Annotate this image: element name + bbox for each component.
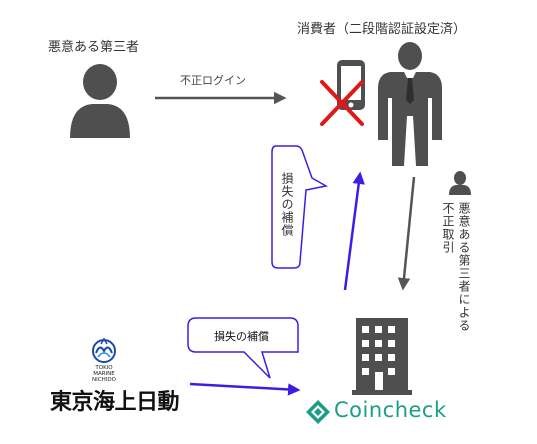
- insurer-to-coincheck-arrow: [189, 382, 301, 396]
- vertical-bubble: [271, 145, 329, 269]
- cross-icon: [320, 80, 364, 126]
- malicious-third-party-label: 悪意ある第三者: [48, 40, 140, 55]
- consumer-label: 消費者（二段階認証設定済）: [297, 22, 467, 37]
- office-building-icon: [352, 318, 412, 395]
- tokio-marine-emblem: [92, 337, 116, 363]
- tokio-marine-small-text: TOKIO MARINE NICHIDO: [92, 365, 116, 383]
- smartphone-icon: [337, 60, 365, 110]
- horizontal-bubble: [187, 317, 299, 379]
- small-malicious-person-icon: [449, 171, 471, 195]
- consumer-to-coincheck-arrow: [397, 176, 416, 291]
- tokio-marine-logo-text: 東京海上日動: [50, 390, 180, 415]
- coincheck-logo-text: Coincheck: [334, 398, 447, 422]
- illicit-transaction-label-line2: 不正取引: [441, 202, 455, 254]
- illicit-login-label: 不正ログイン: [180, 74, 246, 87]
- malicious-person-icon: [70, 64, 130, 138]
- loss-compensation-horizontal-label: 損失の補償: [214, 330, 269, 343]
- illicit-transaction-label-line1: 悪意ある第三者による: [457, 202, 471, 332]
- coincheck-to-consumer-arrow: [343, 171, 365, 291]
- coincheck-logo-mark: [306, 400, 330, 424]
- loss-compensation-vertical-label: 損失の補償: [280, 172, 294, 237]
- consumer-person-icon: [378, 42, 442, 166]
